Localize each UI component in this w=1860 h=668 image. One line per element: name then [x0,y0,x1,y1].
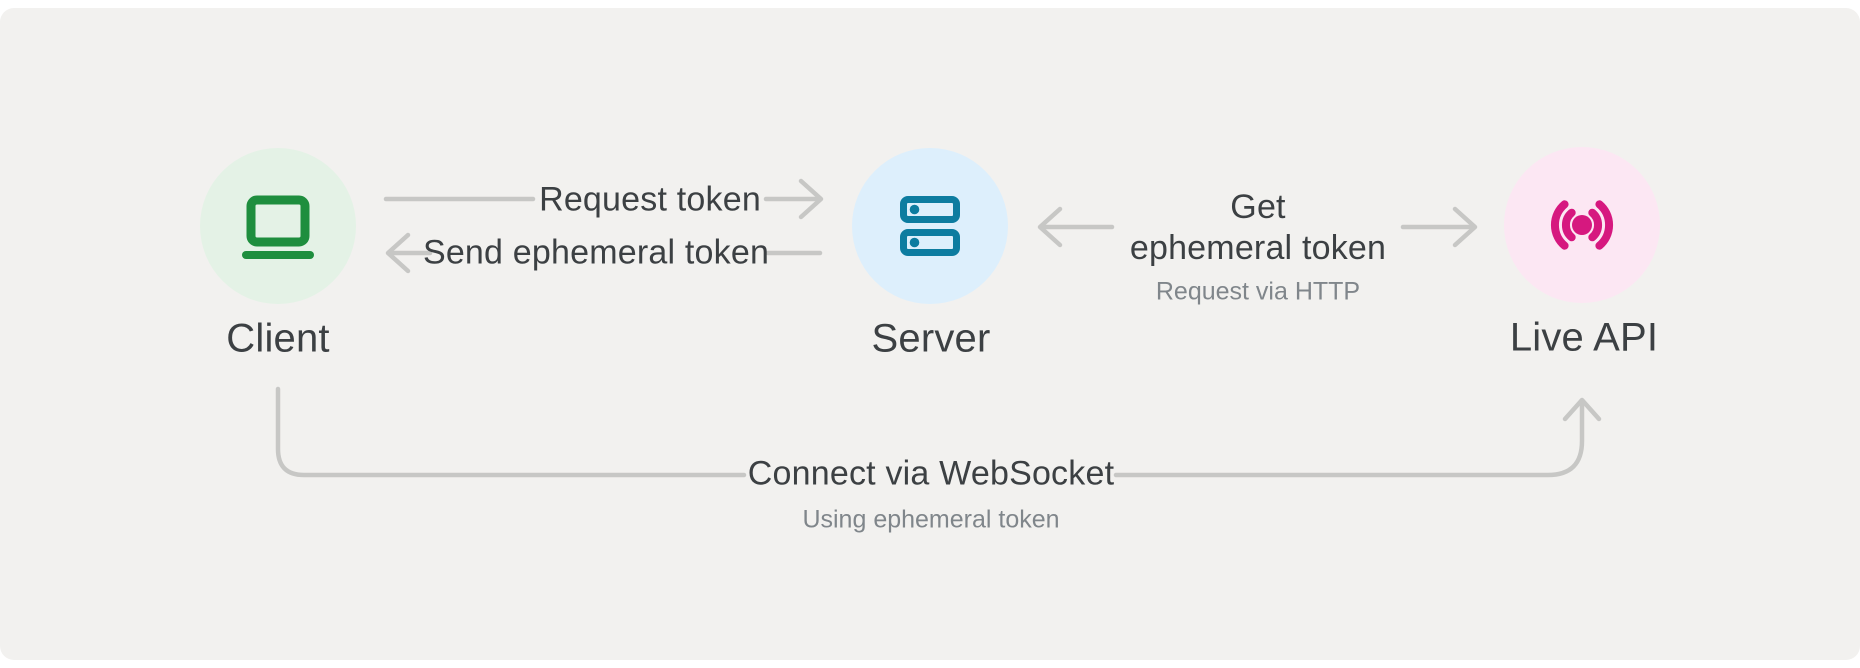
get-ephemeral-token-label-line1: Get [1230,188,1286,226]
request-token-label: Request token [539,180,761,219]
client-label: Client [226,316,330,361]
get-token-arrow-to-server [1037,206,1115,248]
get-ephemeral-token-label: Get ephemeral token [1130,187,1386,269]
server-label: Server [871,316,991,361]
get-ephemeral-token-label-line2: ephemeral token [1129,229,1387,267]
get-token-arrow-to-live-api [1400,206,1478,248]
client-node [200,148,356,304]
request-via-http-sublabel: Request via HTTP [1155,277,1361,306]
send-ephemeral-token-arrow [385,232,823,274]
laptop-icon [242,195,314,259]
live-broadcast-icon [1551,200,1613,250]
server-node [852,148,1008,304]
request-token-arrow [383,178,824,220]
server-stack-icon [900,196,960,256]
send-ephemeral-token-label: Send ephemeral token [422,233,770,272]
using-ephemeral-token-sublabel: Using ephemeral token [802,505,1060,534]
live-api-label: Live API [1509,315,1659,360]
live-api-node [1504,147,1660,303]
connect-websocket-label: Connect via WebSocket [747,454,1115,493]
canvas-background [0,8,1860,660]
websocket-connector [275,386,1602,478]
